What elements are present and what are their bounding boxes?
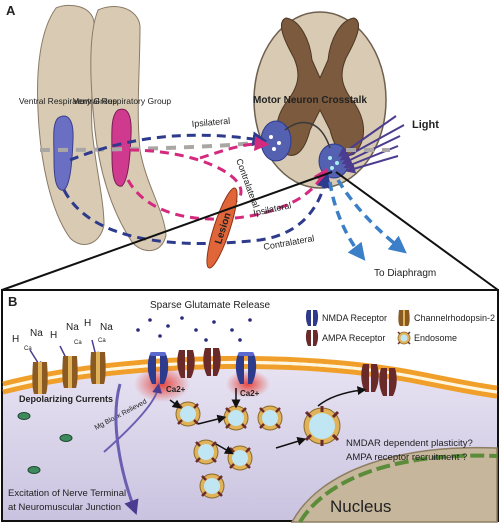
motor-pool-right — [318, 143, 350, 179]
grey-matter — [275, 17, 365, 156]
endosome — [227, 445, 253, 471]
neuron-dot — [277, 141, 281, 145]
crosstalk-label: Motor Neuron Crosstalk — [253, 95, 367, 106]
neuron-dot — [328, 156, 332, 160]
ion-h2: H — [50, 330, 57, 341]
nucleus-label: Nucleus — [330, 497, 391, 516]
legend-endosome-label: Endosome — [414, 333, 457, 343]
endosome-large — [303, 406, 341, 446]
vesicle — [27, 466, 41, 474]
membrane-inner — [2, 363, 498, 399]
depolarizing-label-1: Depolarizing Currents — [19, 394, 113, 404]
magenta-to-left-pool — [199, 136, 270, 160]
endosome — [223, 405, 249, 431]
neuron-dot — [335, 161, 339, 165]
endosome — [199, 473, 225, 499]
vesicle — [59, 434, 73, 442]
lesion: Lesion — [206, 187, 238, 269]
excitation-label-2: at Neuromuscular Junction — [8, 502, 121, 513]
membrane-outer — [2, 355, 498, 391]
mg-block-arrow — [103, 383, 163, 453]
nmda-receptor — [147, 352, 169, 384]
ion-ca1: Ca — [24, 346, 32, 352]
channelrhodopsin-channel — [90, 352, 106, 384]
question-2: AMPA receptor recruitment ? — [346, 452, 467, 463]
contralateral-mid-path — [129, 148, 243, 207]
pathway-arrows — [169, 386, 367, 455]
nmda-receptor — [235, 352, 257, 384]
ion-na3: Na — [100, 322, 113, 333]
panel-a-letter: A — [6, 3, 16, 18]
ion-h3: H — [84, 318, 91, 329]
ipsilateral-top-label: Ipsilateral — [191, 116, 230, 129]
light-label: Light — [412, 119, 439, 131]
panel-b-letter: B — [8, 294, 17, 309]
endosome — [175, 401, 201, 427]
ampa-receptor — [361, 364, 379, 392]
zoom-line-right — [335, 171, 499, 291]
svg-text:Depolarizing Currents: Depolarizing Currents — [19, 394, 113, 404]
ampa-receptor — [379, 368, 397, 396]
ion-na1: Na — [30, 328, 43, 339]
ion-ca2: Ca — [74, 340, 82, 346]
legend-ampa-icon — [305, 330, 319, 346]
ion-na2: Na — [66, 322, 79, 333]
excitation-label-1: Excitation of Nerve Terminal — [8, 488, 126, 499]
contralateral-bottom-path — [62, 172, 332, 245]
channelrhodopsin-channel — [62, 356, 78, 388]
neuron-dot — [269, 135, 273, 139]
zoom-line-left — [1, 171, 333, 291]
to-diaphragm-path-2 — [328, 181, 366, 261]
vrg-left-label: Ventral Respiratory Group — [19, 96, 118, 106]
depolarization-flow — [114, 383, 139, 516]
ipsilateral-bottom-path — [126, 167, 329, 221]
ion-h1: H — [12, 334, 19, 345]
nuclear-envelope — [298, 453, 498, 523]
ipsilateral-top-path — [69, 131, 268, 162]
ion-labels: H Na Ca H Na H Ca Na Ca — [12, 318, 113, 352]
ion-ca3: Ca — [98, 338, 106, 344]
vesicle — [17, 412, 31, 420]
legend: NMDA Receptor AMPA Receptor Channelrhodo… — [305, 310, 495, 346]
nucleus — [290, 446, 498, 523]
svg-text:Ventral Respiratory Group: Ventral Respiratory Group — [19, 96, 118, 106]
to-diaphragm-path — [336, 179, 407, 254]
ampa-receptor — [203, 348, 221, 376]
endosome — [193, 439, 219, 465]
neuron-dot — [330, 166, 334, 170]
legend-chr2-icon — [398, 310, 410, 326]
endosome — [257, 405, 283, 431]
legend-ampa-label: AMPA Receptor — [322, 333, 385, 343]
motor-pool-left — [260, 120, 292, 162]
crosstalk-connector — [284, 121, 331, 149]
vrg-right-label: Ventral Respiratory Group — [73, 96, 172, 106]
legend-nmda-icon — [305, 310, 319, 326]
channelrhodopsin-channel — [32, 362, 48, 394]
calcium-label-right: Ca2+ — [240, 389, 260, 398]
legend-nmda-label: NMDA Receptor — [322, 313, 387, 323]
calcium-label-left: Ca2+ — [166, 385, 186, 394]
legend-endosome-icon — [397, 331, 411, 345]
contralateral-bottom-label: Contralateral — [263, 233, 315, 252]
to-diaphragm-label: To Diaphragm — [374, 268, 436, 279]
glutamate-label: Sparse Glutamate Release — [150, 300, 271, 311]
question-1: NMDAR dependent plasticity? — [346, 438, 473, 449]
svg-text:Ventral Respiratory Group: Ventral Respiratory Group — [73, 96, 172, 106]
neuron-dot — [272, 147, 276, 151]
glutamate-dots — [136, 316, 252, 342]
legend-chr2-label: Channelrhodopsin-2 — [414, 313, 495, 323]
midline-dash — [39, 141, 257, 152]
membrane-core — [2, 360, 498, 394]
ampa-receptor — [177, 350, 195, 378]
